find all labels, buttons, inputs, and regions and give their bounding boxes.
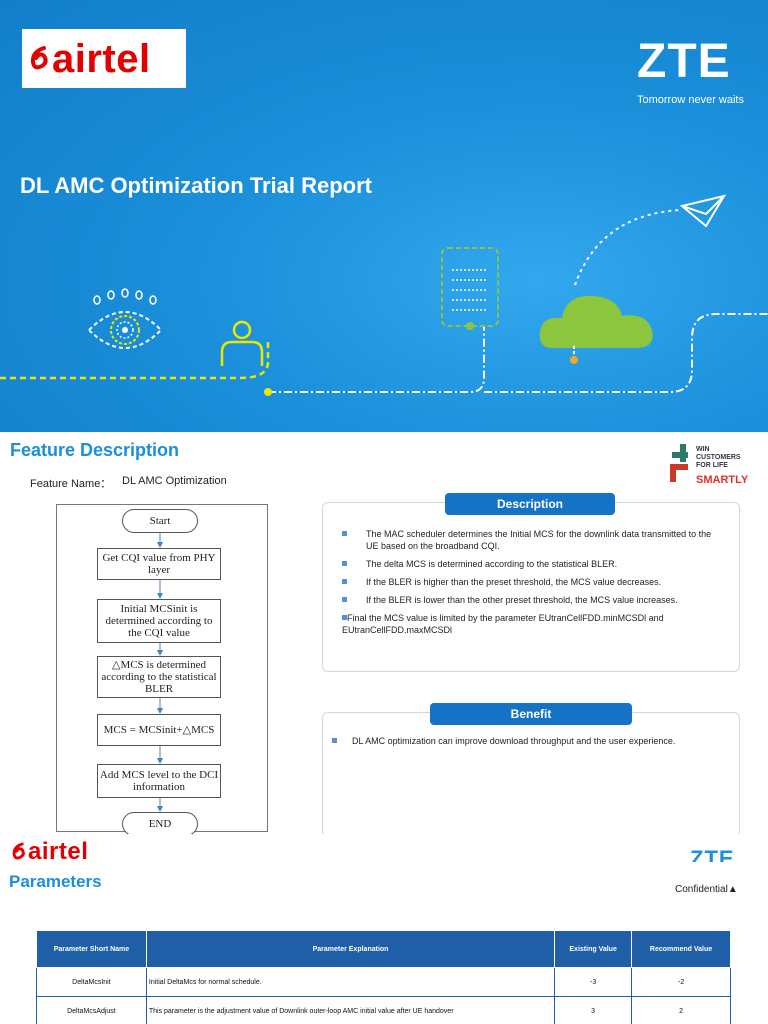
arc-line	[574, 209, 681, 286]
flowchart-step-4: MCS = MCSinit+△MCS	[97, 714, 221, 746]
description-bullet: Final the MCS value is limited by the pa…	[342, 613, 664, 635]
feature-name-value: DL AMC Optimization	[122, 475, 227, 487]
cell-short-name: DeltaMcsAdjust	[36, 996, 147, 1024]
benefit-panel	[322, 712, 740, 838]
benefit-title: Benefit	[430, 703, 632, 725]
cell-existing-value: -3	[554, 967, 633, 997]
node-dot-yellow	[264, 388, 272, 396]
badge-mark-icon	[670, 444, 688, 482]
network-line-white-1	[268, 327, 485, 393]
network-line-white-2	[484, 313, 768, 393]
airtel-logo-small: airtel	[12, 838, 88, 866]
badge-line-3: FOR LIFE	[696, 462, 728, 469]
flowchart-arrows	[157, 533, 163, 812]
win-customers-badge: WIN CUSTOMERS FOR LIFE SMARTLY	[668, 444, 758, 490]
table-row: DeltaMcsInit Initial DeltaMcs for normal…	[36, 967, 731, 997]
report-title: DL AMC Optimization Trial Report	[20, 173, 373, 198]
parameters-heading: Parameters	[9, 872, 102, 891]
bullet-square-icon	[342, 597, 347, 602]
cover-slide: airtel ZTE Tomorrow never waits DL AMC O…	[0, 0, 768, 432]
paper-plane-icon	[679, 194, 727, 228]
cell-explanation: Initial DeltaMcs for normal schedule.	[145, 967, 556, 997]
node-dot-green	[466, 322, 474, 330]
badge-line-1: WIN	[696, 446, 710, 453]
bullet-square-icon	[342, 561, 347, 566]
cell-recommend-value: 2	[631, 996, 731, 1024]
table-row: DeltaMcsAdjust This parameter is the adj…	[36, 996, 731, 1024]
confidential-label: Confidential▲	[675, 884, 738, 895]
cell-short-name: DeltaMcsInit	[36, 967, 147, 997]
cell-explanation: This parameter is the adjustment value o…	[145, 996, 556, 1024]
header-short-name: Parameter Short Name	[36, 930, 147, 968]
description-panel	[322, 502, 740, 672]
description-bullet: If the BLER is higher than the preset th…	[342, 576, 726, 588]
zte-logo-small: ZTE	[690, 846, 735, 862]
bullet-square-icon	[342, 531, 347, 536]
person-icon	[220, 320, 264, 366]
zte-tagline: Tomorrow never waits	[637, 94, 744, 106]
header-recommend-value: Recommend Value	[631, 930, 731, 968]
flowchart-step-3: △MCS is determined according to the stat…	[97, 656, 221, 698]
description-bullet: The MAC scheduler determines the Initial…	[342, 528, 726, 552]
benefit-bullet: DL AMC optimization can improve download…	[332, 735, 732, 747]
bullet-square-icon	[342, 615, 347, 620]
cloud-icon	[539, 295, 653, 364]
parameters-table: Parameter Short Name Parameter Explanati…	[36, 930, 731, 1024]
description-title: Description	[445, 493, 615, 515]
cell-recommend-value: -2	[631, 967, 731, 997]
cover-illustration	[0, 194, 768, 396]
airtel-swoosh-icon	[30, 46, 48, 70]
feature-description-slide: Feature Description WIN CUSTOMERS FOR LI…	[0, 432, 768, 838]
header-explanation: Parameter Explanation	[145, 930, 556, 968]
table-header-row: Parameter Short Name Parameter Explanati…	[36, 930, 731, 968]
airtel-swoosh-icon	[12, 842, 25, 860]
flowchart-step-2: Initial MCSinit is determined according …	[97, 599, 221, 643]
feature-name-label: Feature Name：	[30, 478, 112, 490]
description-bullet: If the BLER is lower than the other pres…	[342, 594, 726, 606]
header-existing-value: Existing Value	[554, 930, 633, 968]
description-bullet: The delta MCS is determined according to…	[342, 558, 726, 570]
flowchart-step-1: Get CQI value from PHY layer	[97, 548, 221, 580]
zte-logo: ZTE	[637, 35, 731, 88]
bullet-square-icon	[332, 738, 337, 743]
airtel-logo-box: airtel	[22, 29, 186, 88]
airtel-wordmark-small: airtel	[28, 838, 89, 865]
airtel-wordmark: airtel	[52, 37, 151, 81]
badge-line-2: CUSTOMERS	[696, 454, 741, 461]
airtel-logo: airtel	[30, 36, 151, 82]
flowchart-end: END	[122, 812, 198, 836]
benefit-list: DL AMC optimization can improve download…	[332, 735, 732, 747]
network-line-yellow	[0, 338, 270, 380]
document-icon	[441, 247, 499, 327]
amc-flowchart: Start Get CQI value from PHY layer Initi…	[56, 504, 268, 836]
cell-existing-value: 3	[554, 996, 633, 1024]
flowchart-step-5: Add MCS level to the DCI information	[97, 764, 221, 798]
badge-line-4: SMARTLY	[696, 474, 749, 486]
parameters-slide: airtel ZTE Parameters Confidential▲ Para…	[0, 834, 768, 1024]
feature-heading: Feature Description	[10, 440, 180, 460]
bullet-square-icon	[342, 579, 347, 584]
flowchart-start: Start	[122, 509, 198, 533]
description-list: The MAC scheduler determines the Initial…	[342, 528, 726, 642]
eye-icon	[87, 288, 163, 349]
